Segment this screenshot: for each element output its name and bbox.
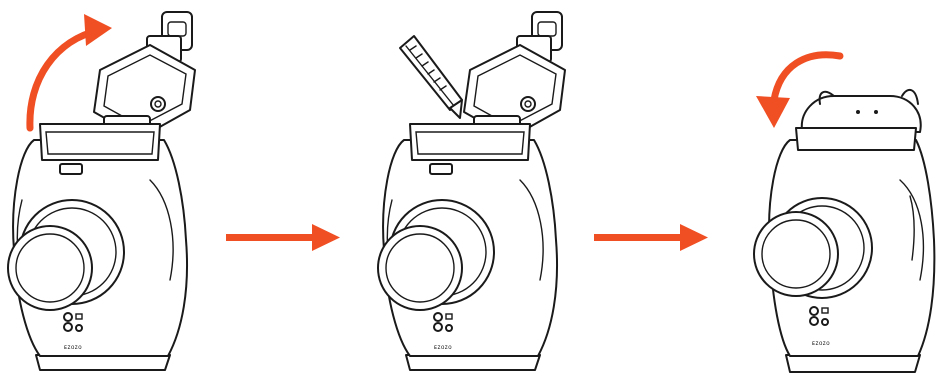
right-arrow-icon [222,0,344,388]
dropper-icon [400,36,462,118]
transition-arrow-2 [590,0,712,388]
device-body: ᴇᴢᴏᴢᴏ [754,128,934,372]
step-3-lid-closed: ᴇᴢᴏᴢᴏ [740,0,940,388]
transition-arrow-1 [222,0,344,388]
device-lid [464,12,565,138]
device-lid [94,12,195,138]
brand-mark: ᴇᴢᴏᴢᴏ [812,341,830,347]
brand-mark: ᴇᴢᴏᴢᴏ [64,345,82,351]
right-arrow-icon [590,0,712,388]
step-2-filling: ᴇᴢᴏᴢᴏ [370,0,570,388]
step-1-lid-open: ᴇᴢᴏᴢᴏ [0,0,200,388]
device-body: ᴇᴢᴏᴢᴏ [378,124,557,370]
device-body: ᴇᴢᴏᴢᴏ [8,124,187,370]
brand-mark: ᴇᴢᴏᴢᴏ [434,345,452,351]
